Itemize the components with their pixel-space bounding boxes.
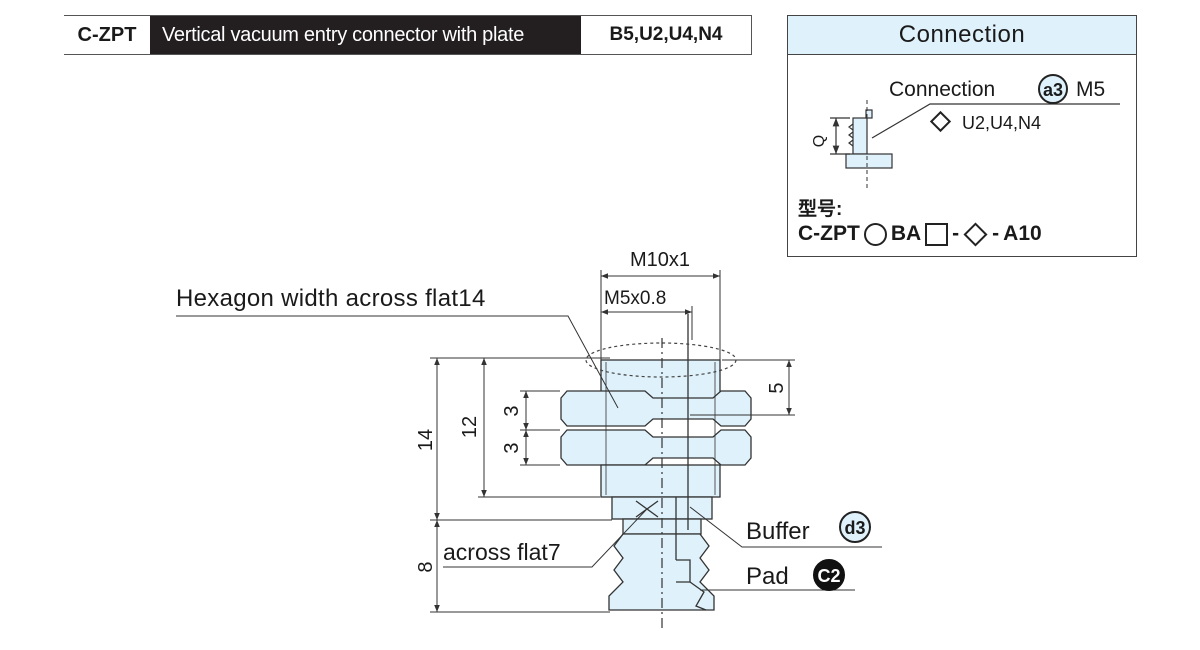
- product-code: C-ZPT: [77, 23, 137, 46]
- badge-a3-icon: [1038, 74, 1068, 104]
- diamond-icon: [929, 110, 952, 133]
- across-flat-label: across flat7: [443, 539, 561, 565]
- badge-a3-text: a3: [1043, 80, 1063, 100]
- pad-label: Pad: [746, 563, 789, 590]
- title-bar: C-ZPT Vertical vacuum entry connector wi…: [64, 15, 752, 55]
- badge-c2-text: C2: [817, 566, 840, 586]
- connection-mini-drawing: [830, 100, 1120, 190]
- badge-d3-icon: [839, 511, 871, 543]
- model-code-suffix: A10: [1003, 222, 1042, 245]
- badge-c2-icon: [813, 559, 845, 591]
- hex-label: Hexagon width across flat14: [176, 285, 486, 312]
- connection-variants: U2,U4,N4: [962, 113, 1041, 133]
- dim-3-lower: 3: [501, 442, 523, 453]
- square-placeholder-icon: [925, 222, 949, 246]
- dim-q: Q: [811, 135, 828, 147]
- dim-3-upper: 3: [501, 405, 523, 416]
- connection-box: Connection 型号: C-ZPT BA - - A10: [787, 15, 1137, 257]
- connection-thread: M5: [1076, 78, 1105, 101]
- dim-12: 12: [459, 416, 481, 438]
- model-code: C-ZPT BA - - A10: [798, 221, 1042, 247]
- model-label: 型号:: [798, 199, 843, 220]
- model-code-dash-1: -: [952, 222, 960, 245]
- product-description: Vertical vacuum entry connector with pla…: [150, 16, 581, 54]
- product-options: B5,U2,U4,N4: [581, 16, 752, 54]
- circle-placeholder-icon: [863, 222, 887, 246]
- connection-label: Connection: [889, 78, 995, 101]
- dim-m5x08: M5x0.8: [604, 288, 666, 309]
- dim-5: 5: [766, 382, 788, 393]
- dimension-lines: [176, 270, 882, 613]
- dim-8: 8: [415, 561, 437, 572]
- dim-m10x1: M10x1: [630, 249, 690, 271]
- dim-14: 14: [415, 429, 437, 451]
- badge-d3-text: d3: [844, 518, 865, 538]
- connection-heading: Connection: [788, 16, 1136, 55]
- model-code-prefix: C-ZPT: [798, 222, 860, 245]
- buffer-label: Buffer: [746, 518, 810, 545]
- model-code-dash-2: -: [992, 222, 1000, 245]
- model-code-ba: BA: [890, 222, 922, 245]
